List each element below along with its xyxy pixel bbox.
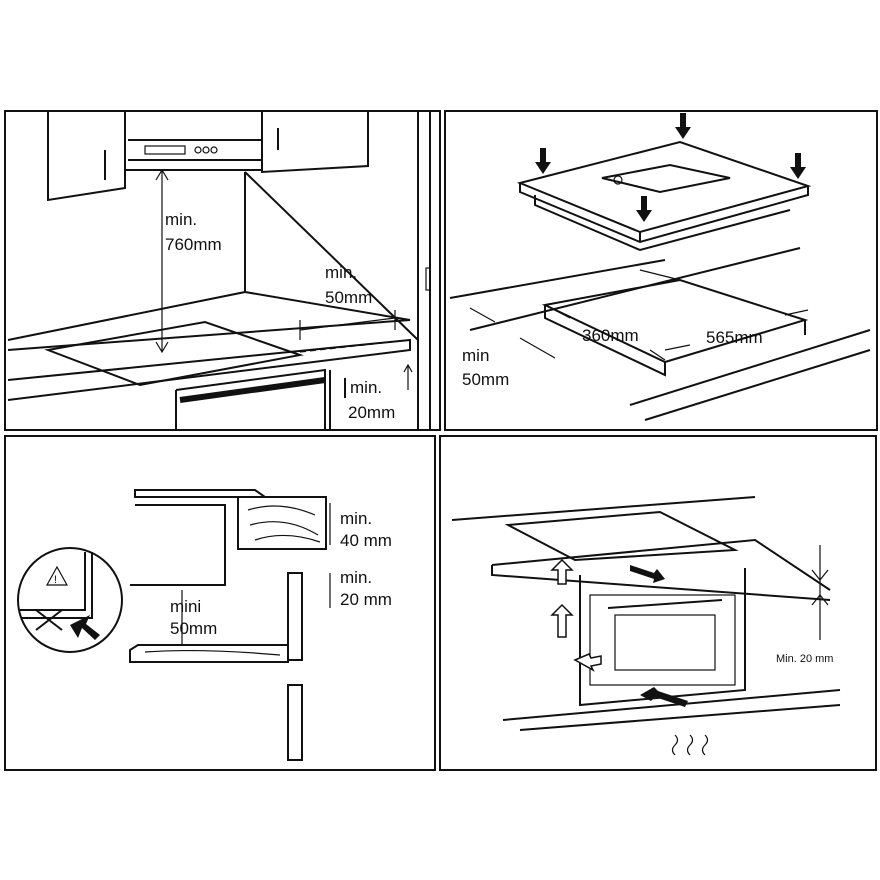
arrow-icon	[535, 113, 806, 222]
section-side-label-1: min.	[340, 568, 372, 587]
warning-inset	[17, 547, 123, 653]
section-gap-label-1: mini	[170, 597, 201, 616]
panel-section-frame	[4, 435, 436, 771]
oven-drawing	[451, 496, 841, 756]
hood-height-label-1: min.	[165, 210, 197, 229]
panel-cutout-frame	[444, 110, 878, 431]
oven-gap-label: Min. 20 mm	[776, 653, 833, 665]
cutout-drawing	[449, 113, 871, 421]
section-worktop-label-1: min.	[340, 509, 372, 528]
section-gap-label-2: 50mm	[170, 619, 217, 638]
airflow-arrow-icon	[550, 558, 602, 672]
hood-bottom-label-1: min.	[350, 378, 382, 397]
hood-side-label-2: 50mm	[325, 288, 372, 307]
panel-hood-frame	[4, 110, 441, 431]
section-drawing: !	[17, 489, 331, 761]
cutout-edge-label-1: min	[462, 346, 489, 365]
warning-icon: !	[54, 574, 57, 586]
section-worktop-label-2: 40 mm	[340, 531, 392, 550]
hood-drawing	[7, 111, 431, 430]
hood-height-label-2: 760mm	[165, 235, 222, 254]
section-side-label-2: 20 mm	[340, 590, 392, 609]
hood-bottom-label-2: 20mm	[348, 403, 395, 422]
cutout-edge-label-2: 50mm	[462, 370, 509, 389]
cutout-depth-label: 360mm	[582, 326, 639, 345]
panel-oven-frame	[439, 435, 877, 771]
hood-side-label-1: min.	[325, 263, 357, 282]
cutout-width-label: 565mm	[706, 328, 763, 347]
